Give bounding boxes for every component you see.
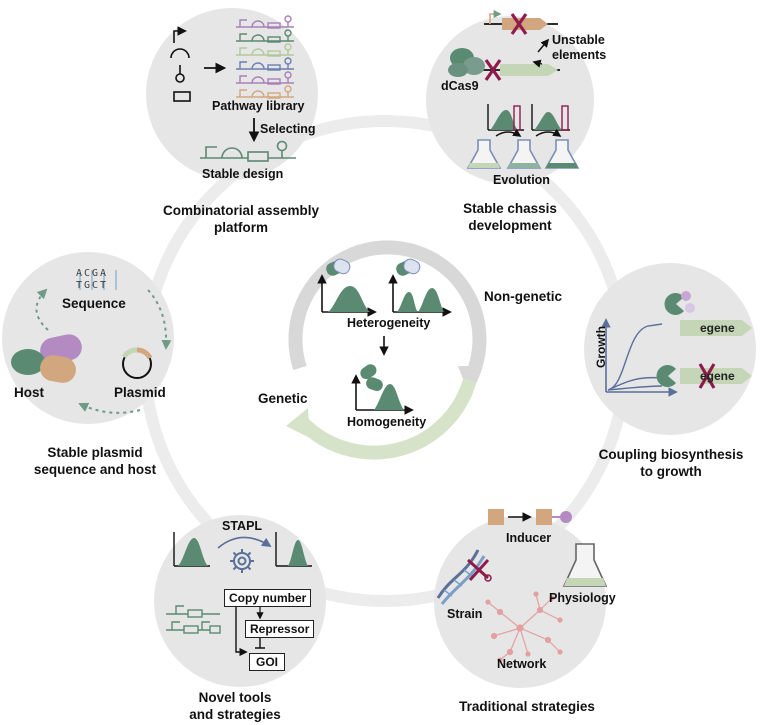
non-genetic-label: Non-genetic bbox=[484, 289, 563, 304]
host-label: Host bbox=[14, 385, 44, 400]
traditional-title: Traditional strategies bbox=[459, 699, 595, 714]
pathway-library-label: Pathway library bbox=[212, 99, 305, 113]
chassis-icons bbox=[448, 10, 580, 169]
combinatorial-title-1: Combinatorial assembly bbox=[162, 203, 320, 218]
green-arc bbox=[294, 378, 477, 460]
novel-title-2: and strategies bbox=[189, 707, 281, 722]
network-graph bbox=[485, 591, 563, 663]
evolution-flasks bbox=[466, 139, 580, 169]
sequence-bottom: TGCT bbox=[76, 280, 109, 291]
combinatorial-title-2: platform bbox=[214, 220, 268, 235]
heterogeneity-label: Heterogeneity bbox=[347, 316, 431, 330]
hetero-plot-2 bbox=[388, 258, 452, 317]
circle-traditional bbox=[434, 516, 606, 688]
sequence-label: Sequence bbox=[62, 296, 126, 311]
copy-number-box: Copy number bbox=[224, 589, 312, 607]
plasmid-title-1: Stable plasmid bbox=[47, 445, 143, 460]
plasmid-icons bbox=[11, 270, 172, 414]
hetero-plot-1 bbox=[317, 258, 377, 317]
stable-design-construct bbox=[200, 140, 296, 162]
chassis-title-2: development bbox=[468, 218, 552, 233]
unstable-label-1: Unstable bbox=[552, 33, 605, 47]
plasmid-title-2: sequence and host bbox=[33, 462, 157, 477]
genetic-label: Genetic bbox=[258, 391, 308, 406]
coupling-title-2: to growth bbox=[640, 464, 702, 479]
circle-combinatorial bbox=[146, 8, 318, 180]
unstable-label-2: elements bbox=[552, 48, 607, 62]
homo-plot bbox=[351, 364, 414, 415]
gear-icon bbox=[230, 549, 254, 573]
physiology-label: Physiology bbox=[549, 591, 616, 605]
strain-label: Strain bbox=[447, 607, 483, 621]
inducer-label: Inducer bbox=[506, 531, 552, 545]
center-cycle bbox=[286, 240, 487, 460]
growth-axis-label: Growth bbox=[594, 326, 608, 368]
plasmid-label: Plasmid bbox=[114, 385, 166, 400]
circle-coupling bbox=[584, 263, 756, 435]
stable-design-label: Stable design bbox=[202, 167, 284, 181]
selecting-label: Selecting bbox=[260, 122, 316, 136]
novel-title-1: Novel tools bbox=[198, 690, 272, 705]
coupling-icons bbox=[601, 291, 752, 397]
goi-box: GOI bbox=[249, 653, 285, 671]
chassis-title-1: Stable chassis bbox=[463, 201, 557, 216]
coupling-title-1: Coupling biosynthesis bbox=[598, 447, 744, 462]
dcas9-label: dCas9 bbox=[441, 79, 479, 93]
sequence-top: ACGA bbox=[76, 268, 109, 279]
novel-icons bbox=[166, 532, 312, 657]
gene-circuit bbox=[166, 605, 221, 634]
stapl-label: STAPL bbox=[222, 519, 263, 533]
traditional-icons bbox=[436, 509, 608, 663]
combinatorial-icons bbox=[170, 15, 296, 162]
evolution-label: Evolution bbox=[493, 173, 550, 187]
repressor-box: Repressor bbox=[245, 620, 315, 638]
network-label: Network bbox=[497, 657, 547, 671]
pathway-library-rows bbox=[236, 15, 294, 99]
egene-top-label: egene bbox=[700, 321, 735, 335]
egene-bottom-label: egene bbox=[700, 369, 735, 383]
homogeneity-label: Homogeneity bbox=[347, 415, 427, 429]
gray-arc bbox=[288, 240, 487, 384]
dna-helix bbox=[436, 549, 486, 605]
